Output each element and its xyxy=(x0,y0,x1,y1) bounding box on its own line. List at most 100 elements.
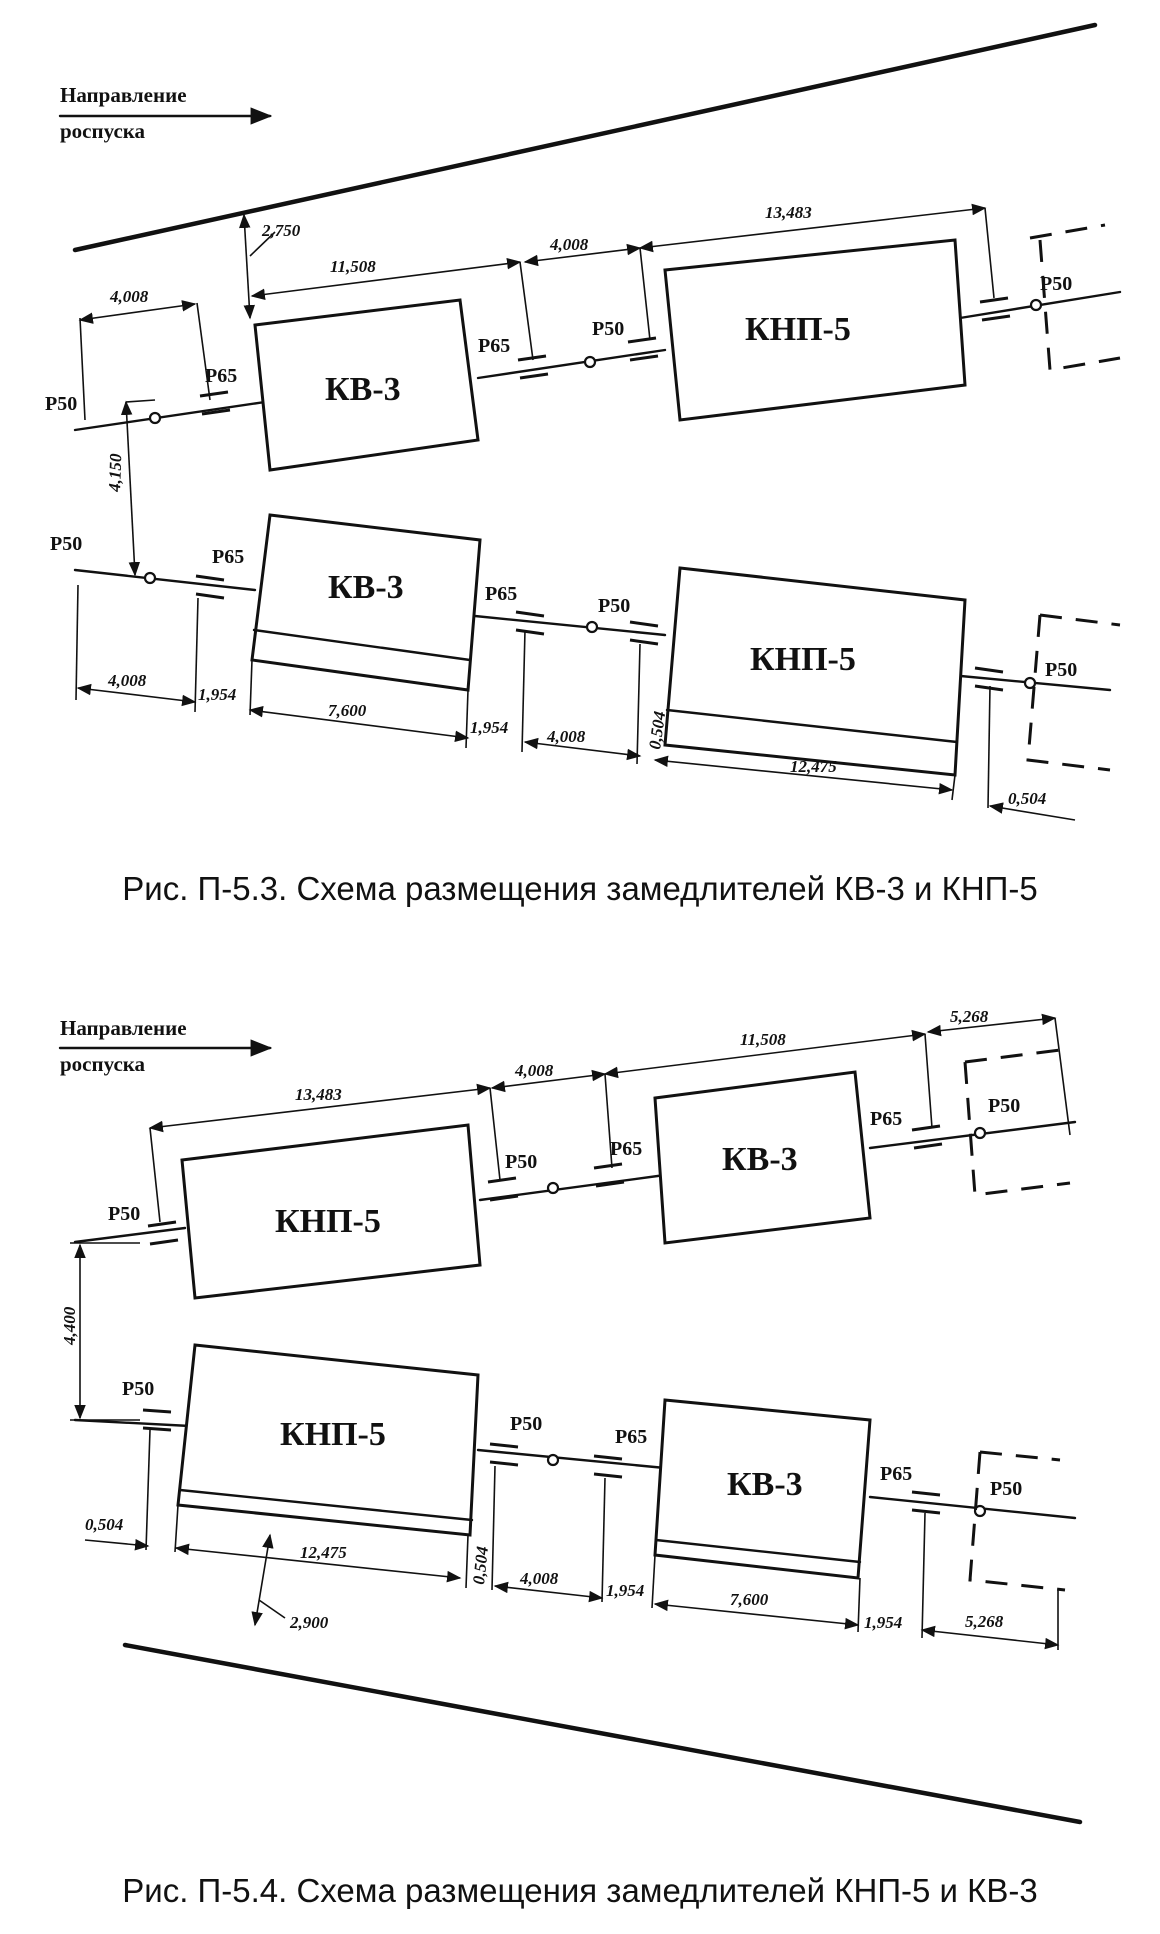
rail-joint xyxy=(142,1408,172,1414)
dimension-line xyxy=(638,203,987,253)
dimension-line xyxy=(76,683,197,707)
dimension-12475: 12,475 xyxy=(790,757,837,776)
extension-line xyxy=(75,584,79,701)
rail-joint xyxy=(515,628,545,636)
rail-label-p50: Р50 xyxy=(598,595,630,617)
dimension-line xyxy=(493,1581,604,1603)
rail-joint xyxy=(149,1238,179,1246)
retarder-knp5-upper xyxy=(180,1123,482,1300)
leader-line xyxy=(258,1599,286,1619)
rail-joint xyxy=(629,354,659,362)
dimension-line xyxy=(78,300,197,324)
rail-joint xyxy=(489,1194,519,1202)
lower-track: КНП-5 КВ-3 Р50 Р50 Р65 Р65 Р50 0,504 12,… xyxy=(73,1343,1077,1650)
rail-joint xyxy=(595,1180,625,1188)
direction-label-line1: Направление xyxy=(60,83,187,107)
dimension-line xyxy=(920,1625,1060,1650)
joint-circle xyxy=(546,1181,560,1195)
rail-label-p50: Р50 xyxy=(592,318,624,340)
rail-label-p65: Р65 xyxy=(870,1108,902,1130)
dimension-line xyxy=(603,1029,927,1079)
track-line xyxy=(73,400,267,432)
extension-line xyxy=(79,317,86,421)
rail-joint xyxy=(911,1490,941,1497)
extension-line xyxy=(521,629,526,753)
leader-line xyxy=(249,231,276,257)
rail-label-p50: Р50 xyxy=(45,393,77,415)
retarder-base-line xyxy=(178,1488,474,1522)
dimension-line xyxy=(120,400,141,577)
next-section-outline xyxy=(968,1450,1066,1592)
retarder-base-line xyxy=(654,1538,862,1564)
joint-circle xyxy=(1029,298,1043,312)
track-line xyxy=(73,568,257,592)
track-line xyxy=(73,1226,187,1244)
rail-joint xyxy=(515,610,545,618)
joint-circle xyxy=(973,1504,987,1518)
extension-line xyxy=(249,659,253,716)
rail-label-p65: Р65 xyxy=(212,546,244,568)
retarder-kv3-label: КВ-3 xyxy=(722,1141,798,1178)
next-section-outline xyxy=(1029,223,1121,372)
dimension-4150: 4,150 xyxy=(105,453,125,493)
lower-track: КВ-3 КНП-5 Р50 Р65 Р65 Р50 Р50 4,008 1,9… xyxy=(50,513,1121,821)
upper-track: КВ-3 КНП-5 Р50 Р65 Р65 Р50 Р50 4,008 11,… xyxy=(45,203,1122,577)
extension-line xyxy=(636,643,641,765)
dimension-0504: 0,504 xyxy=(85,1515,123,1534)
rail-joint xyxy=(195,592,225,600)
boundary-line-bottom xyxy=(122,1642,1083,1825)
retarder-knp5-label: КНП-5 xyxy=(280,1416,386,1453)
retarder-kv3-upper xyxy=(253,298,480,472)
direction-label-line1: Направление xyxy=(60,1016,187,1040)
dimension-4008: 4,008 xyxy=(546,727,586,746)
dimension-13483: 13,483 xyxy=(765,203,812,222)
extension-line xyxy=(149,1127,161,1223)
rail-joint xyxy=(629,638,659,646)
rail-joint xyxy=(519,372,549,380)
dimension-0504: 0,504 xyxy=(469,1545,492,1585)
next-section-outline xyxy=(963,1048,1071,1197)
extension-line xyxy=(639,247,651,341)
extension-line xyxy=(857,1577,861,1633)
dimension-line xyxy=(926,1013,1057,1037)
extension-line xyxy=(604,1073,613,1169)
rail-label-p50: Р50 xyxy=(990,1478,1022,1500)
dimension-line xyxy=(250,257,522,301)
dimension-line xyxy=(653,1599,860,1630)
rail-label-p50: Р50 xyxy=(988,1095,1020,1117)
joint-circle xyxy=(973,1126,987,1140)
rail-joint xyxy=(629,620,659,628)
dimension-1954: 1,954 xyxy=(470,718,508,737)
rail-joint xyxy=(195,574,225,582)
dimension-11508: 11,508 xyxy=(740,1030,786,1049)
upper-track: КНП-5 КВ-3 Р50 Р50 Р65 Р65 Р50 13,483 4,… xyxy=(60,1007,1077,1421)
extension-line xyxy=(651,1554,656,1609)
dimension-1954: 1,954 xyxy=(198,685,236,704)
rail-label-p50: Р50 xyxy=(1040,273,1072,295)
dimension-1954: 1,954 xyxy=(606,1581,644,1600)
dimension-5268: 5,268 xyxy=(950,1007,989,1026)
rail-joint xyxy=(487,1176,517,1184)
rail-label-p50: Р50 xyxy=(510,1413,542,1435)
figure-5-3: Направление роспуска КВ-3 КНП-5 xyxy=(45,22,1122,821)
direction-indicator: Направление роспуска xyxy=(58,1016,273,1076)
rail-label-p50: Р50 xyxy=(1045,659,1077,681)
dimension-line xyxy=(490,1069,607,1093)
rail-label-p65: Р65 xyxy=(615,1426,647,1448)
rail-joint xyxy=(201,408,231,416)
track-line xyxy=(868,1495,1077,1520)
direction-label-line2: роспуска xyxy=(60,1052,146,1076)
extension-line xyxy=(465,1534,469,1589)
extension-line xyxy=(951,774,956,801)
dimension-7600: 7,600 xyxy=(328,701,367,720)
track-line xyxy=(476,348,667,380)
dimension-0504: 0,504 xyxy=(1008,789,1046,808)
extension-line xyxy=(125,399,156,403)
rail-joint xyxy=(199,390,229,398)
extension-line xyxy=(987,685,991,809)
rail-joint xyxy=(142,1426,172,1432)
retarder-knp5-lower xyxy=(176,1343,480,1537)
rail-label-p65: Р65 xyxy=(205,365,237,387)
figure-caption-5-3: Рис. П-5.3. Схема размещения замедлителе… xyxy=(122,870,1038,907)
